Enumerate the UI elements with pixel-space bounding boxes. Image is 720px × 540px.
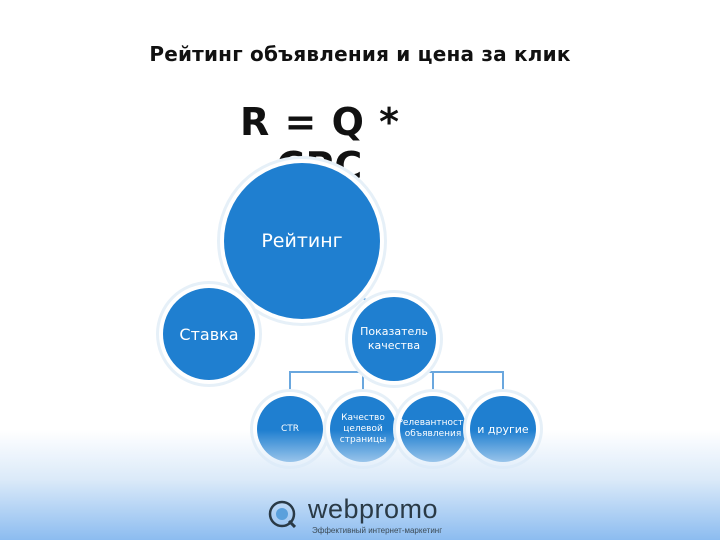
node-bid: Ставка bbox=[163, 288, 255, 380]
node-bid-label: Ставка bbox=[179, 324, 239, 344]
node-ctr-label: CTR bbox=[280, 423, 300, 434]
logo-tagline: Эффективный интернет-маркетинг bbox=[312, 526, 443, 535]
logo-name: webpromo bbox=[308, 494, 439, 524]
node-others-label: и другие bbox=[477, 422, 529, 436]
node-rating: Рейтинг bbox=[224, 163, 380, 319]
webpromo-logo-icon bbox=[268, 500, 296, 528]
node-rating-label: Рейтинг bbox=[261, 230, 343, 252]
node-quality-score: Показатель качества bbox=[352, 297, 436, 381]
slide-title: Рейтинг объявления и цена за клик bbox=[149, 42, 571, 66]
node-quality-score-label: Показатель качества bbox=[360, 325, 428, 352]
connector-child-other bbox=[394, 371, 504, 400]
footer-band bbox=[0, 430, 720, 540]
webpromo-logo: webpromo Эффективный интернет-маркетинг bbox=[268, 494, 468, 536]
